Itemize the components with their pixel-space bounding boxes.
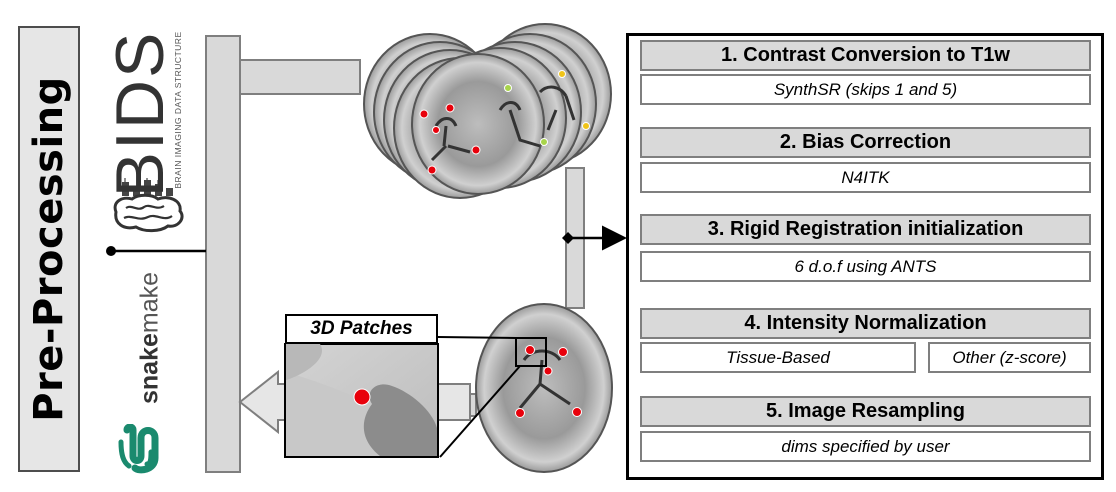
- single-brain: [475, 303, 613, 473]
- step-4-option-other: Other (z-score): [928, 342, 1091, 373]
- brain-stack: [363, 23, 612, 199]
- zoom-lines: [437, 336, 521, 458]
- step-3-detail: 6 d.o.f using ANTS: [640, 251, 1091, 282]
- title-panel: [18, 26, 80, 472]
- double-arrow-icon: [562, 225, 627, 251]
- patches-label: 3D Patches: [285, 314, 438, 344]
- step-1-detail: SynthSR (skips 1 and 5): [640, 74, 1091, 105]
- step-2-header: 2. Bias Correction: [640, 127, 1091, 158]
- step-2-detail: N4ITK: [640, 162, 1091, 193]
- step-1-header: 1. Contrast Conversion to T1w: [640, 40, 1091, 71]
- step-4-header: 4. Intensity Normalization: [640, 308, 1091, 339]
- bids-brain-icon: [113, 178, 184, 233]
- patch-image: [284, 343, 439, 458]
- step-4-option-tissue: Tissue-Based: [640, 342, 916, 373]
- step-3-header: 3. Rigid Registration initialization: [640, 214, 1091, 245]
- step-5-header: 5. Image Resampling: [640, 396, 1091, 427]
- snakemake-snake-icon: [118, 424, 159, 474]
- step-5-detail: dims specified by user: [640, 431, 1091, 462]
- landmark-markers: [419, 70, 590, 175]
